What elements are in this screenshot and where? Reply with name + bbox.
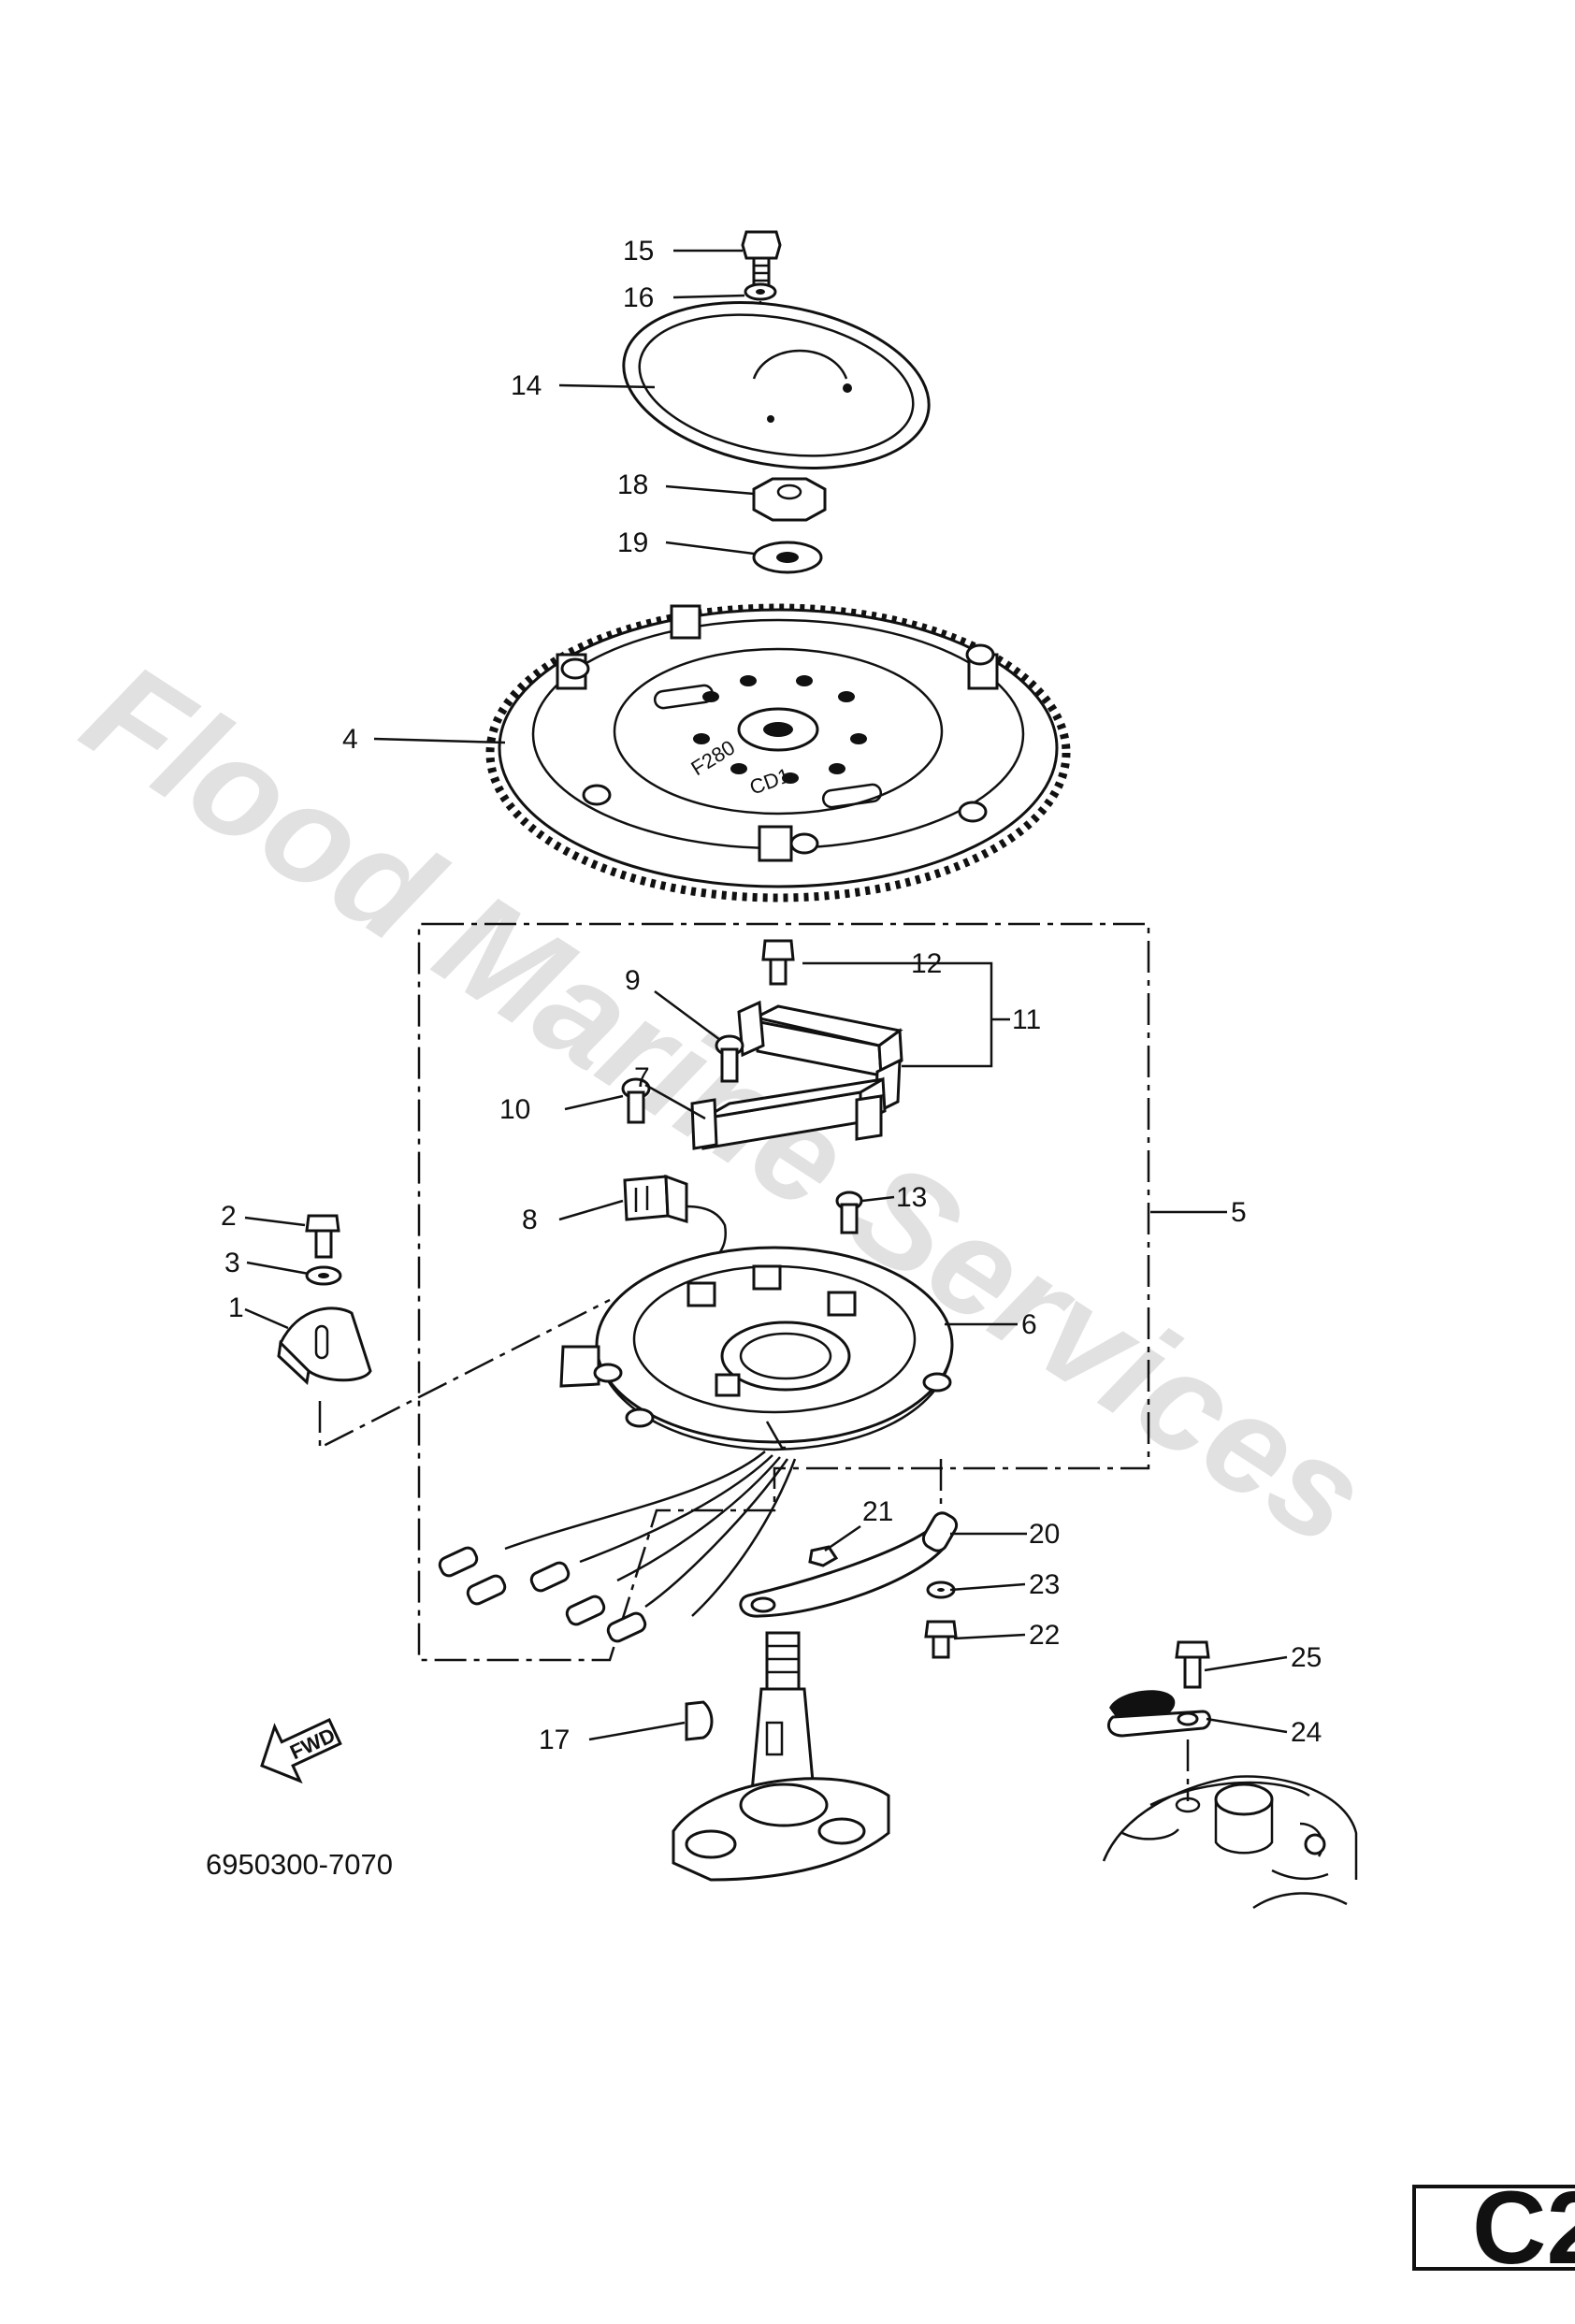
stator-bracket-1: [277, 1306, 372, 1386]
screw-12: [761, 939, 795, 986]
callout-16: 16: [623, 282, 654, 313]
bolt-25: [1175, 1640, 1210, 1689]
callout-25: 25: [1291, 1642, 1322, 1673]
screw-13: [835, 1191, 863, 1234]
fwd-arrow-icon: FWD: [260, 1717, 342, 1784]
callout-2: 2: [221, 1201, 237, 1232]
callout-11: 11: [1012, 1004, 1041, 1035]
callout-4: 4: [342, 724, 358, 755]
callout-23: 23: [1029, 1569, 1060, 1600]
callout-20: 20: [1029, 1519, 1060, 1550]
bolt-15: [741, 230, 782, 288]
engine-block-fragment: [1102, 1775, 1358, 1910]
callout-13: 13: [896, 1182, 927, 1213]
callout-6: 6: [1021, 1309, 1037, 1340]
callout-18: 18: [617, 469, 648, 500]
flywheel-4: F280 CD1: [485, 603, 1071, 902]
callout-10: 10: [499, 1094, 530, 1125]
callout-7: 7: [634, 1062, 650, 1093]
alignment-line-1-6: [318, 1298, 611, 1451]
drawing-code: 6950300-7070: [206, 1848, 393, 1881]
cover-plate-14: [622, 301, 931, 469]
crankshaft: [672, 1631, 890, 1882]
woodruff-key-17: [685, 1700, 714, 1741]
washer-19: [752, 541, 823, 574]
callout-12: 12: [911, 948, 942, 979]
screw-9: [715, 1034, 744, 1083]
callout-labels: 15 16 14 18 19 4 12 11 9 10 7 8 13 5 6 2…: [221, 236, 1322, 1755]
callout-8: 8: [522, 1205, 538, 1235]
washer-16: [744, 282, 777, 301]
callout-24: 24: [1291, 1717, 1322, 1748]
callout-5: 5: [1231, 1197, 1247, 1228]
callout-22: 22: [1029, 1620, 1060, 1651]
assembly-boundary-5: [417, 922, 1150, 1662]
page-id: C2: [1472, 2171, 1575, 2286]
bolt-22: [924, 1620, 958, 1659]
nut-18: [752, 477, 827, 522]
screw-10: [621, 1077, 651, 1124]
callout-17: 17: [539, 1725, 570, 1755]
callout-9: 9: [625, 965, 641, 996]
bolt-2: [305, 1214, 340, 1259]
ground-strap-20: [739, 1511, 959, 1618]
callout-21: 21: [862, 1496, 893, 1527]
nut-21: [808, 1545, 839, 1567]
pulser-coil-7: [690, 1076, 887, 1150]
callout-14: 14: [511, 370, 542, 401]
washer-23: [926, 1581, 956, 1599]
callout-19: 19: [617, 527, 648, 558]
leader-lines: [244, 249, 1288, 1741]
page-id-box: C2: [1412, 2171, 1575, 2286]
wire-harness: [438, 1451, 797, 1643]
callout-1: 1: [228, 1292, 244, 1323]
clamp-24: [1106, 1690, 1211, 1738]
callout-15: 15: [623, 236, 654, 267]
connector-8: [623, 1174, 728, 1274]
stator-base-6: [559, 1246, 954, 1451]
callout-3: 3: [224, 1248, 240, 1278]
washer-3: [305, 1265, 342, 1286]
